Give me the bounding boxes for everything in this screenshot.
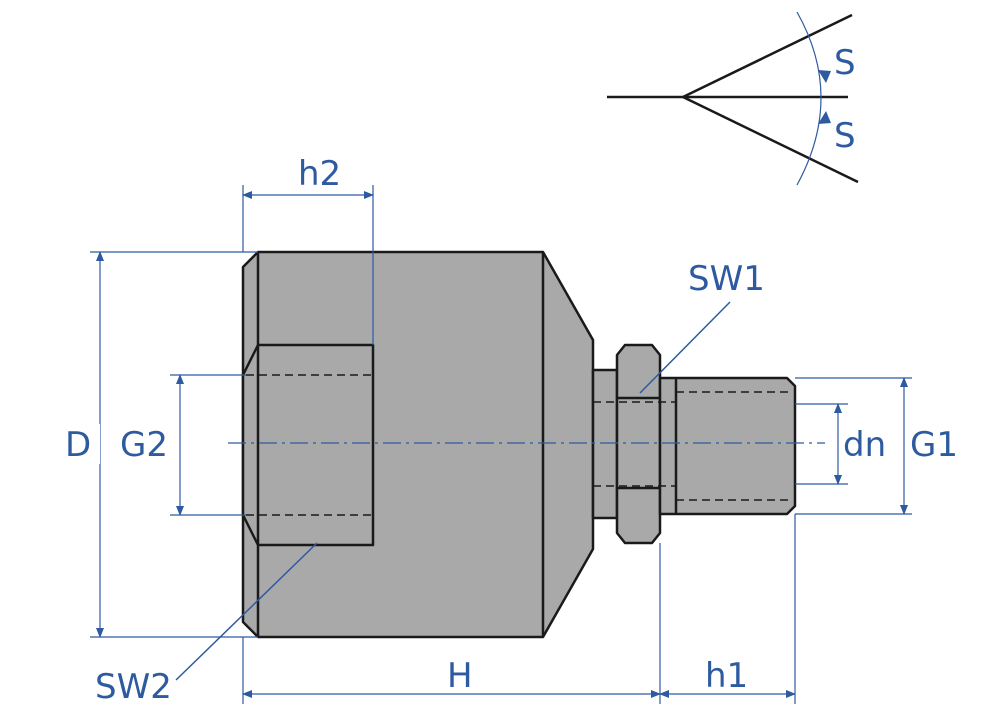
neck [591, 368, 619, 520]
hex-nut [615, 343, 662, 545]
leader-SW2: SW2 [95, 542, 318, 707]
angle-arrow-upper [818, 70, 831, 83]
angle-label-upper: S [834, 43, 856, 83]
leader-SW1: SW1 [639, 259, 765, 394]
SW2-label: SW2 [95, 667, 172, 707]
dn-label: dn [843, 425, 886, 465]
G2-label-bg [118, 424, 174, 464]
angle-upper-line [682, 13, 853, 99]
male-thread [658, 376, 797, 516]
G1-label-bg [910, 424, 966, 464]
D-label: D [65, 425, 91, 465]
dimension-dn: dn [795, 403, 886, 485]
dimension-G1: G1 [795, 377, 966, 515]
angle-arrow-lower [818, 111, 831, 124]
H-label: H [447, 656, 473, 696]
D-label-bg [60, 424, 100, 464]
G1-label: G1 [910, 425, 958, 465]
dimension-H: H [242, 543, 661, 704]
angle-arc [796, 11, 822, 186]
dimension-G2: G2 [118, 374, 246, 516]
SW2-leader-line [175, 542, 318, 681]
adapter-part [241, 250, 797, 639]
angle-label-lower: S [834, 116, 856, 156]
SW1-leader-line [639, 301, 731, 394]
dimension-h1: h1 [659, 514, 796, 704]
h2-label: h2 [298, 154, 341, 194]
dimension-D: D [60, 251, 258, 638]
dimension-h2: h2 [242, 154, 374, 345]
G2-label: G2 [120, 425, 168, 465]
h1-label: h1 [705, 656, 748, 696]
SW1-label: SW1 [688, 259, 765, 299]
angle-lower-line [682, 95, 859, 184]
angle-detail: S S [607, 11, 859, 186]
